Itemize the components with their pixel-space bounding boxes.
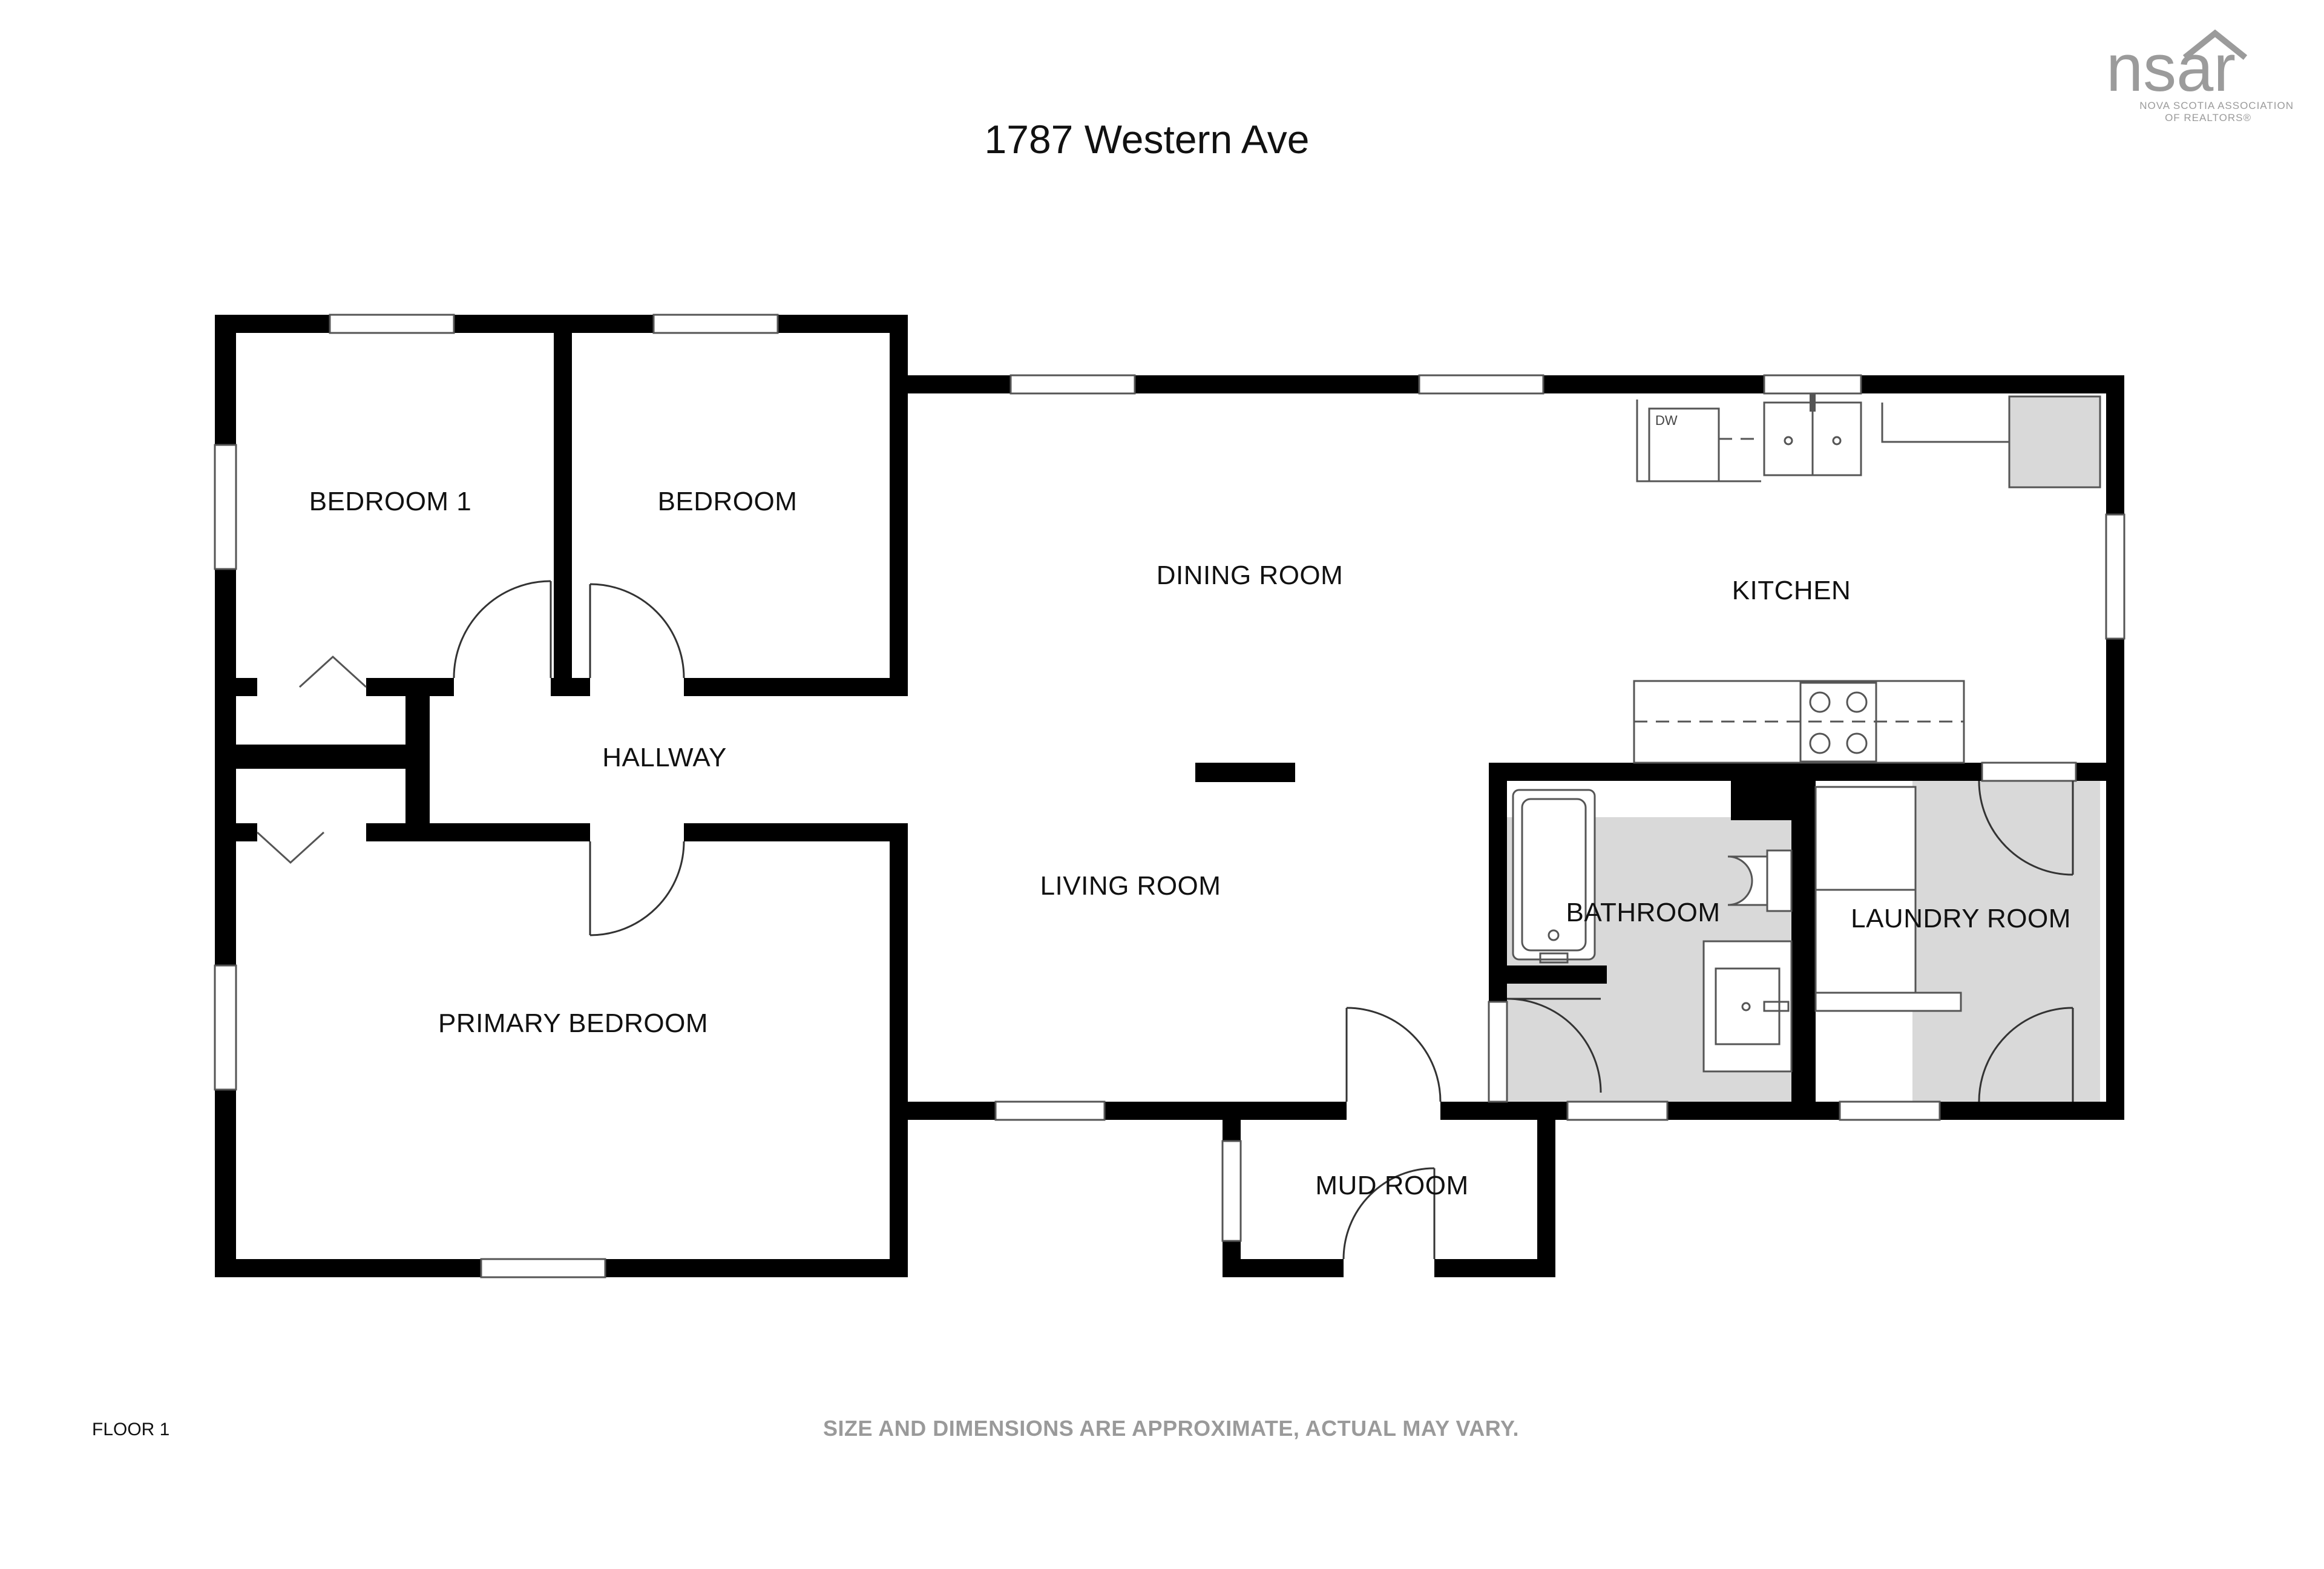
logo-wordmark: nsar: [2106, 31, 2236, 105]
dishwasher-icon: [1648, 407, 1720, 482]
room-label-primary-bedroom: PRIMARY BEDROOM: [438, 1008, 708, 1038]
vanity-sink-icon: [1702, 940, 1793, 1073]
disclaimer-note: SIZE AND DIMENSIONS ARE APPROXIMATE, ACT…: [823, 1416, 1519, 1441]
room-label-hallway: HALLWAY: [602, 743, 727, 772]
room-label-mud-room: MUD ROOM: [1315, 1171, 1468, 1200]
toilet-icon: [1727, 855, 1768, 906]
kitchen-fixtures: DW: [1633, 393, 2101, 764]
room-label-dining-room: DINING ROOM: [1157, 561, 1344, 590]
floor-label: FLOOR 1: [92, 1419, 169, 1439]
windows: [214, 314, 2125, 1278]
room-label-bedroom-1: BEDROOM 1: [309, 487, 472, 516]
room-labels: BEDROOM 1 BEDROOM DINING ROOM KITCHEN HA…: [309, 487, 2071, 1200]
refrigerator-icon: [2008, 395, 2101, 488]
logo-subtitle-line1: NOVA SCOTIA ASSOCIATION: [2139, 100, 2294, 111]
house-roof-icon: [2182, 29, 2248, 60]
plan-title: 1787 Western Ave: [985, 117, 1310, 162]
logo-subtitle-line2: OF REALTORS®: [2165, 112, 2251, 123]
laundry-fixtures: [1814, 786, 1962, 1012]
room-label-laundry-room: LAUNDRY ROOM: [1851, 904, 2071, 933]
dishwasher-label: DW: [1655, 413, 1678, 428]
room-label-bathroom: BATHROOM: [1566, 898, 1721, 927]
cooktop-icon: [1799, 682, 1877, 763]
bathroom-fixtures: [1512, 789, 1793, 1073]
bathtub-icon: [1512, 789, 1596, 961]
nsar-logo: nsar NOVA SCOTIA ASSOCIATION OF REALTORS…: [2106, 29, 2294, 123]
room-label-living-room: LIVING ROOM: [1040, 871, 1221, 901]
doors: [256, 580, 2074, 1277]
room-label-bedroom: BEDROOM: [658, 487, 798, 516]
room-label-kitchen: KITCHEN: [1732, 576, 1851, 605]
